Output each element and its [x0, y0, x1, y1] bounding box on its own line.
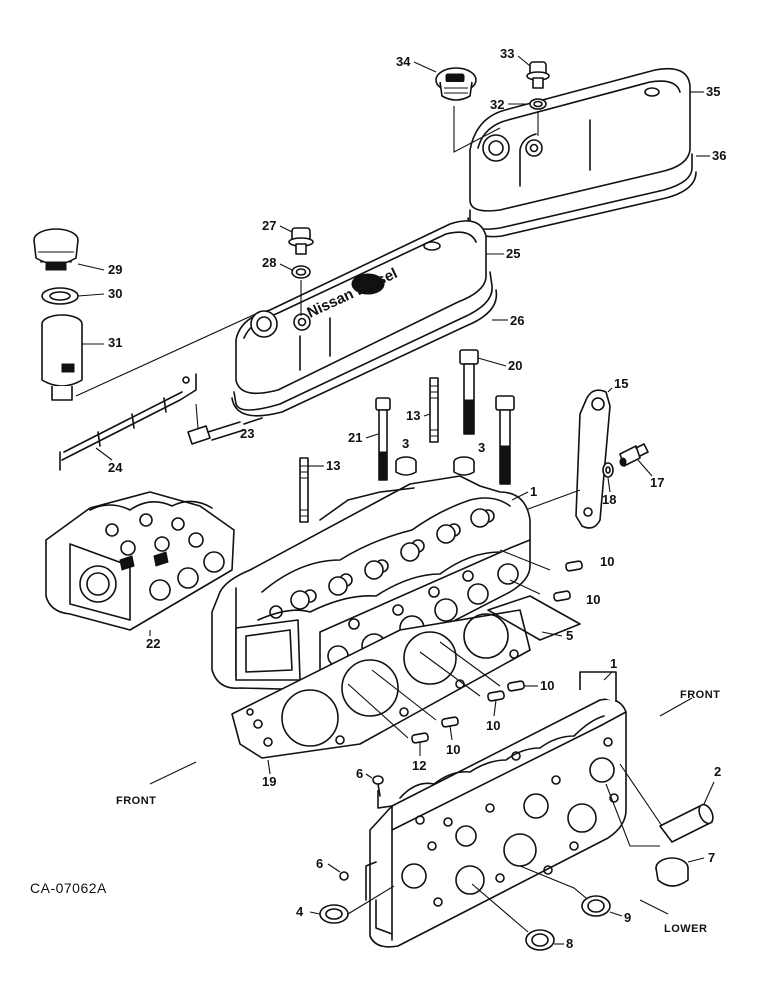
callout-7: 7: [708, 850, 715, 865]
callout-12: 12: [412, 758, 426, 773]
valve-cover-35: [469, 67, 691, 212]
callout-17: 17: [650, 475, 664, 490]
callout-20: 20: [508, 358, 522, 373]
callout-25: 26: [510, 313, 524, 328]
lifting-bracket-15: [575, 389, 611, 529]
bolt-33: [526, 61, 550, 89]
seal-3-right: [453, 456, 475, 476]
callout-2: 2: [714, 764, 721, 779]
callout-29: 30: [108, 286, 122, 301]
dowel-12: [411, 732, 429, 744]
callout-24: 25: [506, 246, 520, 261]
callout-28: 29: [108, 262, 122, 277]
washer-18: [602, 462, 614, 478]
callout-8: 8: [566, 936, 573, 951]
callout-3-left: 3: [402, 436, 409, 451]
callout-1-lower: 1: [610, 656, 617, 671]
valve-cover-gasket-25: [231, 271, 498, 417]
callout-10-d: 10: [486, 718, 500, 733]
stud-13-left: [299, 457, 309, 523]
filler-neck-30: [41, 314, 83, 401]
callout-15: 15: [614, 376, 628, 391]
callout-35: 35: [706, 84, 720, 99]
dowel-10-b: [553, 590, 571, 602]
callout-5: 5: [566, 628, 573, 643]
front-label-lower: FRONT: [116, 795, 156, 807]
callout-13-left: 13: [326, 458, 340, 473]
callout-19: 19: [262, 774, 276, 789]
callout-21: 21: [348, 430, 362, 445]
callout-23: 24: [108, 460, 123, 475]
plug-7: [655, 857, 689, 887]
callout-6-lower: 6: [316, 856, 323, 871]
callout-10-e: 10: [446, 742, 460, 757]
pin-2: [659, 803, 714, 843]
callout-34: 32: [490, 97, 504, 112]
glow-plug-22: [187, 417, 263, 445]
callout-3-right: 3: [478, 440, 485, 455]
callout-4: 4: [296, 904, 304, 919]
callout-31: 22: [146, 636, 160, 651]
front-label-upper: FRONT: [680, 689, 720, 701]
callout-27: 28: [262, 255, 276, 270]
bolt-20-lower: [495, 395, 515, 485]
bolt-26: [288, 227, 314, 255]
oil-filler-cap-32: [435, 67, 477, 101]
dowel-10-a: [565, 560, 583, 572]
cylinder-head-1-lower: [365, 671, 627, 948]
cylinder-head-31-inset: [45, 491, 235, 631]
dowel-10-c: [507, 680, 525, 692]
callout-33: 33: [500, 46, 514, 61]
callout-18: 18: [602, 492, 616, 507]
bolt-21: [375, 397, 391, 481]
fitting-17: [619, 443, 649, 467]
valve-cover-24: Nissan Diesel: [235, 220, 487, 395]
callout-13-right: 13: [406, 408, 420, 423]
stud-13-right: [429, 377, 439, 443]
callout-36: 36: [712, 148, 726, 163]
seal-4: [319, 904, 349, 924]
dowel-10-d: [487, 690, 505, 702]
callout-6-upper: 6: [356, 766, 363, 781]
callout-32: 34: [396, 54, 411, 69]
filler-cap-28: [33, 228, 79, 271]
callout-10-c: 10: [540, 678, 554, 693]
seal-8: [525, 929, 555, 951]
figure-code: CA-07062A: [30, 880, 107, 896]
callout-10-a: 10: [600, 554, 614, 569]
bracket-23: [59, 373, 197, 471]
seal-9: [581, 895, 611, 917]
washer-27: [291, 265, 311, 279]
plug-6-upper: [372, 775, 384, 797]
seal-3-left: [395, 456, 417, 476]
callout-30: 31: [108, 335, 122, 350]
head-gasket-19: [231, 609, 531, 759]
plug-6-lower: [339, 871, 349, 881]
callout-9: 9: [624, 910, 631, 925]
washer-34: [529, 98, 547, 110]
bolt-20-upper: [459, 349, 479, 435]
callout-10-b: 10: [586, 592, 600, 607]
dowel-10-e: [441, 716, 459, 728]
callout-26: 27: [262, 218, 276, 233]
callout-22: 23: [240, 426, 254, 441]
cylinder-head-1-assembly: [211, 475, 531, 691]
gasket-29: [41, 287, 79, 305]
callout-1-upper: 1: [530, 484, 537, 499]
lower-label: LOWER: [664, 923, 707, 935]
